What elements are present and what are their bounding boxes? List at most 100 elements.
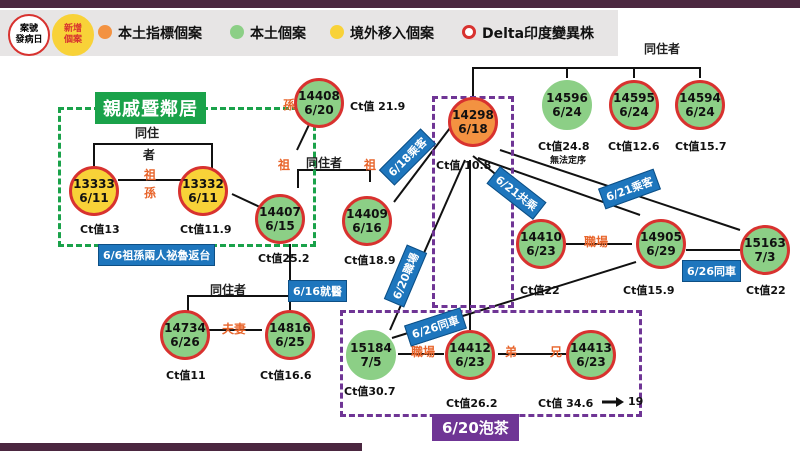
case-node: 13333 6/11	[69, 166, 119, 216]
relation-grandchild-label: 孫	[144, 186, 157, 200]
case-node: 14413 6/23	[566, 330, 616, 380]
case-onset-date: 6/15	[265, 219, 295, 233]
line-cohabit-14298	[472, 67, 701, 97]
relation-grandson-label: 孫	[283, 98, 296, 112]
ct-value: Ct值25.2	[258, 252, 310, 265]
case-onset-date: 7/3	[754, 250, 776, 264]
tag-clinic: 6/16就醫	[288, 280, 347, 302]
case-onset-date: 6/25	[275, 335, 305, 349]
case-node: 14905 6/29	[636, 219, 686, 269]
case-node: 14734 6/26	[160, 310, 210, 360]
relation-workplace-label: 職場	[584, 235, 609, 249]
ct-value: Ct值15.9	[623, 284, 675, 297]
legend-new-line1: 新增	[63, 24, 82, 34]
ct-value-after: 19	[628, 395, 644, 408]
legend-onset-line2: 發病日	[15, 35, 43, 45]
case-node: 14412 6/23	[445, 330, 495, 380]
case-node: 15163 7/3	[740, 225, 790, 275]
relation-grandparent-label: 祖	[144, 168, 157, 182]
ct-value: Ct值16.6	[260, 369, 312, 382]
tag-trip: 6/6祖孫兩人祕魯返台	[98, 244, 216, 266]
case-node: 13332 6/11	[178, 166, 228, 216]
legend-onset-line1: 案號	[19, 24, 38, 34]
relation-brother-label: 兄	[550, 345, 563, 359]
ct-value: Ct值12.6	[608, 140, 660, 153]
ct-value: Ct值13	[80, 223, 120, 236]
relation-cohabit-label: 同住者	[644, 42, 681, 56]
case-node: 14595 6/24	[609, 80, 659, 130]
arrow-head	[616, 397, 624, 407]
no-lineage-note: 無法定序	[550, 156, 587, 166]
case-id: 14298	[452, 108, 494, 122]
case-onset-date: 6/11	[79, 191, 109, 205]
case-id: 14596	[546, 91, 588, 105]
case-node: 14408 6/20	[294, 78, 344, 128]
legend-new-line2: 個案	[63, 35, 82, 45]
case-id: 14595	[613, 91, 655, 105]
case-id: 15163	[744, 236, 786, 250]
legend-local-label: 本土個案	[250, 26, 306, 42]
legend-delta-ring	[462, 25, 476, 39]
relation-cohabit-label: 同住者	[306, 156, 343, 170]
ct-value: Ct值 34.6	[538, 397, 594, 410]
case-id: 14413	[570, 341, 612, 355]
case-id: 13333	[73, 177, 115, 191]
line-14409-14298	[393, 127, 451, 203]
case-id: 14409	[346, 207, 388, 221]
case-node: 14816 6/25	[265, 310, 315, 360]
case-id: 13332	[182, 177, 224, 191]
relation-grandpa-label: 祖	[278, 158, 291, 172]
case-id: 14734	[164, 321, 206, 335]
relation-grandpa-label: 祖	[364, 158, 377, 172]
case-id: 15184	[350, 341, 392, 355]
legend-onset-badge: 案號 發病日	[8, 14, 50, 56]
case-onset-date: 6/24	[685, 105, 715, 119]
case-onset-date: 6/16	[352, 221, 382, 235]
relation-spouse-label: 夫妻	[222, 322, 247, 336]
relation-workplace-label: 職場	[411, 345, 436, 359]
line-cohabit-14409	[297, 169, 371, 188]
ct-value: Ct值11	[166, 369, 206, 382]
case-node: 14407 6/15	[255, 194, 305, 244]
relation-cohabit-label: 同住	[135, 126, 160, 140]
case-node: 15184 7/5	[346, 330, 396, 380]
ct-value: Ct值30.7	[344, 385, 396, 398]
case-onset-date: 6/23	[576, 355, 606, 369]
case-onset-date: 6/23	[455, 355, 485, 369]
case-id: 14410	[520, 230, 562, 244]
legend-index-dot	[98, 25, 112, 39]
ct-value: Ct值 21.9	[350, 100, 406, 113]
case-id: 14594	[679, 91, 721, 105]
legend-local-dot	[230, 25, 244, 39]
tea-group-title: 6/20泡茶	[432, 414, 519, 441]
case-node: 14594 6/24	[675, 80, 725, 130]
case-id: 14408	[298, 89, 340, 103]
ct-value: Ct值24.8	[538, 140, 590, 153]
case-node: 14409 6/16	[342, 196, 392, 246]
case-onset-date: 6/18	[458, 122, 488, 136]
line-13332-14407	[231, 193, 263, 209]
top-band	[0, 0, 800, 8]
case-onset-date: 6/26	[170, 335, 200, 349]
relation-cohabit-label: 者	[143, 148, 156, 162]
ct-value: Ct值22	[520, 284, 560, 297]
legend-delta-label: Delta印度變異株	[482, 26, 595, 42]
ct-value: Ct值18.9	[344, 254, 396, 267]
bottom-band	[0, 443, 362, 451]
case-id: 14412	[449, 341, 491, 355]
legend-import-label: 境外移入個案	[350, 26, 434, 42]
legend-index-label: 本土指標個案	[118, 26, 202, 42]
case-id: 14407	[259, 205, 301, 219]
ct-value: Ct值15.7	[675, 140, 727, 153]
ct-value: Ct值 10.8	[436, 159, 492, 172]
case-id: 14905	[640, 230, 682, 244]
relation-cohabit-label: 同住者	[210, 283, 247, 297]
case-node: 14596 6/24	[542, 80, 592, 130]
case-onset-date: 7/5	[360, 355, 382, 369]
case-node-index: 14298 6/18	[448, 97, 498, 147]
case-node: 14410 6/23	[516, 219, 566, 269]
case-id: 14816	[269, 321, 311, 335]
family-group-title: 親戚暨鄰居	[95, 92, 206, 124]
case-onset-date: 6/11	[188, 191, 218, 205]
